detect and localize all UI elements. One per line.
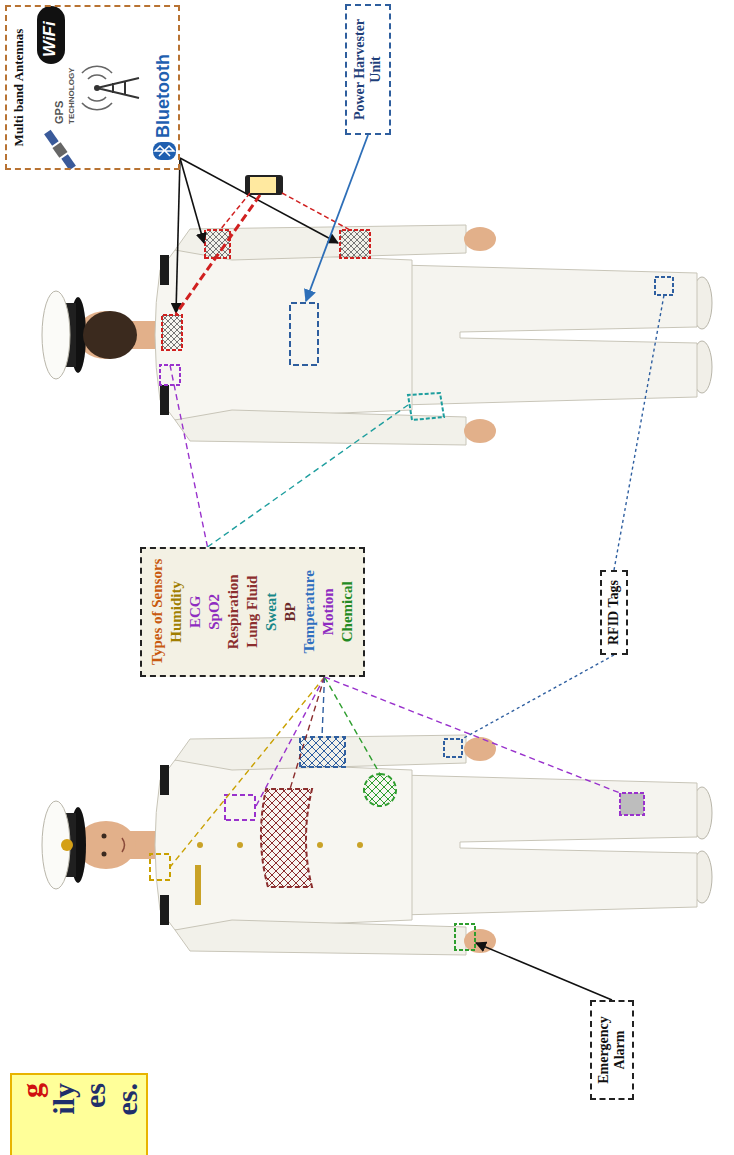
sensor-name: Chemical [338,559,357,665]
mouth [122,838,125,852]
rfid-tag [655,277,673,295]
box-label: RFID Tags [606,580,622,645]
ecg-leader [170,365,208,547]
sweat-leader [208,405,409,547]
antenna-icons [37,6,176,171]
chemical-leader [325,677,381,774]
person-back [42,225,712,445]
sensor-name: Sweat [262,559,281,665]
emergency-alarm-box: Emergency Alarm [590,1000,634,1100]
antenna-patch [340,230,370,258]
sensor-name: Temperature [300,559,319,665]
icon-label: GPS [53,101,65,124]
phone-screen [250,177,276,193]
bp-leader [322,677,325,737]
cap-badge [61,839,73,851]
box-heading: Multi band Antennas [11,7,27,168]
motion-sensor [620,793,644,815]
solar-panel [61,154,76,170]
antenna-arrow [180,158,338,243]
back-figure [42,225,712,445]
chemical-sensor [364,774,396,806]
bp-sensor [300,737,345,767]
button [317,842,323,848]
solar-panel [44,130,59,146]
power-harvester-patch [290,303,318,365]
bluetooth-rune [155,146,174,156]
button [357,842,363,848]
wireless-link [220,193,250,230]
box-heading: Types of Sensors [148,559,167,665]
sensor-list-box: Types of SensorsHumidityECGSpO2Respirati… [140,547,365,677]
wireless-link [176,195,260,314]
humidity-sensor [150,854,170,880]
ribbon [195,865,201,905]
antenna-box: Multi band AntennasGPSTECHNOLOGY WiFiBlue… [5,5,180,170]
sensor-name: SpO2 [205,559,224,665]
respiration-sensor [261,789,312,887]
phone-body [245,175,283,195]
button [237,842,243,848]
satellite-body [52,142,67,158]
title-box: g ily es es. [10,1073,148,1155]
respiration-leader [290,677,325,789]
smartphone [245,175,283,195]
ecg-leader [255,677,325,808]
button [197,842,203,848]
eye [102,834,107,839]
radio-waves [82,66,112,110]
humidity-leader [170,677,325,867]
sensor-name: Lung Fluid [243,559,262,665]
power-arrow [306,135,368,301]
gps-satellite [43,129,76,171]
bluetooth-logo [153,142,176,160]
alarm-button [455,924,475,950]
bluetooth-wordmark: Bluetooth [153,54,174,138]
wifi-logo [37,6,65,64]
antenna-patch [162,315,182,350]
power-harvester-box: Power Harvester Unit [345,4,391,135]
rfid-leader [614,295,664,570]
rfid-box: RFID Tags [600,570,628,655]
wifi-wordmark: WiFi [40,21,60,57]
antenna-arrow [180,158,204,243]
radio-tower [82,66,139,110]
motion-leader [325,677,621,793]
sensor-name: Respiration [224,559,243,665]
alarm-arrow [476,943,612,1000]
rfid-tag [444,739,462,757]
sensor-name: BP [281,559,300,665]
sensor-name: ECG [186,559,205,665]
sweat-sensor [408,393,444,420]
box-label: Power Harvester Unit [352,12,384,127]
eye [102,852,107,857]
hair [83,311,137,359]
ecg-sensor [225,795,255,820]
bluetooth-badge [153,142,176,160]
tower-tip [94,85,100,91]
icon-label: TECHNOLOGY [67,68,76,124]
box-label: Emergency Alarm [596,1010,628,1090]
rfid-leader [462,655,614,739]
antenna-arrow [176,158,180,313]
sensor-name: Motion [319,559,338,665]
heading-fragment: g ily es es. [16,1083,142,1133]
sensor-name: Humidity [167,559,186,665]
tower [97,78,139,98]
